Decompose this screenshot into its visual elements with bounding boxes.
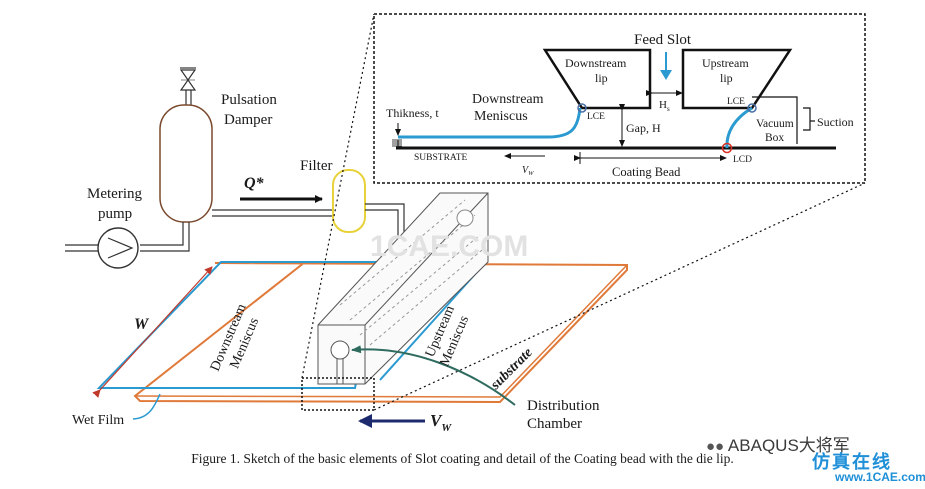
site-cn-watermark: 仿真在线 xyxy=(812,452,892,473)
site-url-watermark: www.1CAE.com xyxy=(835,470,925,484)
pulsation-damper-vessel xyxy=(159,104,213,223)
detail-feed-slot: Feed Slot xyxy=(634,32,692,48)
lce-left-marker xyxy=(577,103,587,113)
label-distribution-chamber-1: Distribution xyxy=(527,398,600,414)
detail-thickness: Thikness, t xyxy=(386,106,439,120)
detail-vacuum-box-2: Box xyxy=(765,132,784,144)
detail-upstream-lip-2: lip xyxy=(720,71,733,85)
detail-suction: Suction xyxy=(817,115,854,129)
detail-hs: Hs xyxy=(659,99,670,113)
width-dimension xyxy=(92,266,213,398)
lce-right-marker xyxy=(747,103,757,113)
distribution-chamber-pointer xyxy=(351,345,516,406)
label-pulsation-damper-2: Damper xyxy=(224,112,272,128)
detail-substrate: SUBSTRATE xyxy=(414,153,468,163)
label-distribution-chamber-2: Chamber xyxy=(527,416,582,432)
detail-downstream-meniscus-1: Downstream xyxy=(472,92,544,107)
detail-coating-bead: Coating Bead xyxy=(612,165,681,179)
downstream-lip-shape xyxy=(542,48,652,110)
label-metering-pump-2: pump xyxy=(98,206,132,222)
detail-downstream-meniscus xyxy=(398,107,582,139)
wechat-tag: ●● ABAQUS大将军 xyxy=(706,431,850,456)
coating-bead-detail: Feed Slot Downstream lip Upstream lip Do… xyxy=(373,13,866,184)
detail-upstream-lip-1: Upstream xyxy=(702,56,749,70)
label-filter: Filter xyxy=(300,158,333,174)
detail-vw: VW xyxy=(522,165,534,177)
label-metering-pump-1: Metering xyxy=(87,186,142,202)
detail-region-marker xyxy=(301,377,375,411)
wet-film-pointer xyxy=(132,393,161,420)
detail-downstream-lip-1: Downstream xyxy=(565,56,627,70)
detail-downstream-lip-2: lip xyxy=(595,71,608,85)
detail-lce-right: LCE xyxy=(727,97,745,107)
detail-downstream-meniscus-2: Meniscus xyxy=(474,109,528,124)
figure-caption: Figure 1. Sketch of the basic elements o… xyxy=(191,451,734,466)
watermark-text: 1CAE.COM xyxy=(370,230,528,263)
detail-lce-left: LCE xyxy=(587,112,605,122)
wechat-icon: ●● xyxy=(706,438,725,455)
wechat-tag-text: ABAQUS大将军 xyxy=(727,436,850,455)
detail-vacuum-box-1: Vacuum xyxy=(756,118,794,130)
label-pulsation-damper-1: Pulsation xyxy=(221,92,277,108)
detail-lcd: LCD xyxy=(733,155,752,165)
label-substrate: substrate xyxy=(488,345,536,393)
valve-icon xyxy=(179,67,197,105)
slot-die xyxy=(317,192,489,385)
label-velocity: VW xyxy=(430,411,452,434)
detail-gap: Gap, H xyxy=(626,121,661,135)
filter-icon xyxy=(332,169,366,233)
label-width: W xyxy=(134,316,150,333)
label-wet-film: Wet Film xyxy=(72,413,124,428)
label-flow-rate: Q* xyxy=(244,175,265,192)
lcd-marker xyxy=(721,142,733,154)
